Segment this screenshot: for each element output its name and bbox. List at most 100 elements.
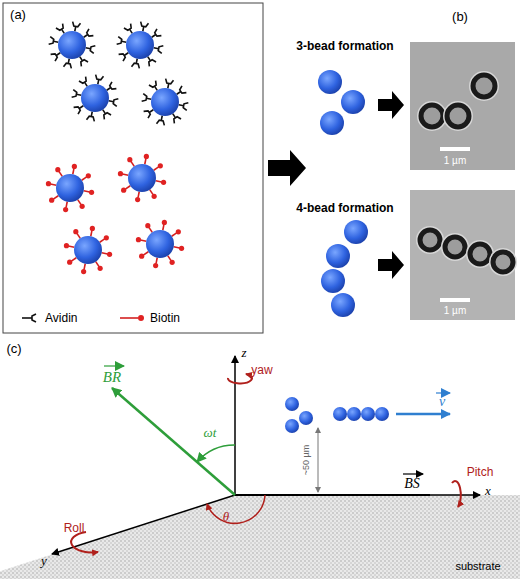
magnetic-bead — [118, 154, 166, 202]
micrograph-bead — [490, 249, 516, 275]
magnetic-bead — [285, 419, 299, 433]
biotin-stem — [50, 184, 56, 185]
biotin-head — [161, 180, 166, 185]
bead-ring — [493, 252, 513, 272]
biotin-head — [176, 229, 181, 234]
bead-sphere — [375, 407, 389, 421]
bead-halo — [490, 249, 516, 275]
avidin-receptor — [87, 116, 95, 121]
biotin-head — [81, 269, 86, 274]
biotin-stem — [84, 191, 90, 192]
bead-halo — [444, 102, 472, 130]
magnetic-bead — [64, 226, 112, 274]
avidin-receptor — [141, 22, 149, 27]
avidin-receptor — [144, 111, 151, 118]
biotin-head — [158, 163, 163, 168]
vector-accent — [104, 365, 124, 366]
magnetic-bead — [347, 407, 361, 421]
magnetic-bead — [72, 75, 119, 122]
axis-label: z — [241, 346, 246, 359]
biotin-head — [80, 204, 85, 209]
bead-sphere — [341, 90, 365, 114]
magnetic-bead — [361, 407, 375, 421]
magnetic-bead — [333, 407, 347, 421]
biotin-stem — [68, 246, 74, 247]
formation-label: 3-bead formation — [296, 40, 393, 52]
biotin-stem — [140, 240, 146, 241]
biotin-stem — [78, 200, 81, 205]
bead-ring — [447, 105, 469, 127]
avidin-receptor — [155, 29, 162, 36]
biotin-stem — [122, 174, 128, 175]
biotin-stem — [125, 186, 130, 189]
biotin-stem — [71, 258, 76, 261]
bead-sphere — [58, 31, 86, 59]
micrograph-bead — [442, 234, 468, 260]
bead-sphere — [81, 84, 109, 112]
vector-accent — [436, 392, 450, 393]
panel-letter: (a) — [10, 8, 26, 21]
biotin-stem — [84, 264, 85, 270]
avidin-receptor — [113, 99, 118, 107]
avidin-stem — [22, 317, 32, 319]
biotin-stem — [168, 256, 171, 261]
micrograph-bead — [444, 102, 472, 130]
magnetic-bead — [46, 164, 94, 212]
substrate-plane — [0, 495, 520, 579]
bead-sphere — [331, 293, 355, 317]
scale-bar — [440, 298, 470, 302]
biotin-stem — [156, 258, 157, 264]
bead-sphere — [333, 407, 347, 421]
legend-sample — [120, 315, 144, 321]
avidin-receptor — [119, 54, 126, 61]
field-br-vector — [112, 388, 235, 495]
magnetic-bead — [344, 220, 368, 244]
biotin-head — [118, 171, 123, 176]
bead-sphere — [56, 174, 84, 202]
biotin-head — [107, 252, 112, 257]
height-indicator — [318, 428, 319, 492]
bead-sphere — [146, 230, 174, 258]
avidin-receptor — [73, 22, 81, 27]
biotin-stem — [91, 230, 92, 236]
x-axis — [235, 494, 480, 496]
biotin-stem — [149, 227, 152, 232]
biotin-head — [46, 181, 51, 186]
angle-label: θ — [223, 510, 229, 523]
biotin-head — [73, 229, 78, 234]
avidin-receptor — [166, 79, 174, 84]
axis-label: x — [485, 484, 491, 497]
vector-accent — [403, 473, 423, 474]
avidin-receptor — [90, 46, 95, 54]
avidin-receptor — [149, 60, 156, 67]
bead-sphere — [299, 411, 313, 425]
biotin-head — [67, 260, 72, 265]
biotin-stem — [174, 247, 180, 248]
avidin-receptor — [56, 24, 63, 31]
bead-sphere — [151, 88, 179, 116]
biotin-head — [49, 198, 54, 203]
magnetic-bead — [375, 407, 389, 421]
magnetic-bead — [299, 411, 313, 425]
biotin-stem — [131, 161, 134, 166]
magnetic-bead — [49, 22, 96, 69]
panel-frame — [3, 3, 263, 333]
biotin-stem — [156, 181, 162, 182]
biotin-stem — [145, 158, 146, 164]
magnetic-bead — [321, 269, 345, 293]
avidin-receptor — [104, 113, 111, 120]
avidin-receptor — [49, 37, 54, 45]
bead-sphere — [321, 269, 345, 293]
biotin-head — [152, 194, 157, 199]
bead-sphere — [74, 236, 102, 264]
biotin-head — [162, 220, 167, 225]
bead-ring — [421, 105, 443, 127]
avidin-receptor — [180, 86, 187, 93]
avidin-receptor — [110, 82, 117, 89]
biotin-stem — [120, 317, 138, 319]
bead-sphere — [128, 164, 156, 192]
biotin-head — [136, 237, 141, 242]
biotin-head — [145, 223, 150, 228]
axis-label: y — [41, 554, 47, 567]
